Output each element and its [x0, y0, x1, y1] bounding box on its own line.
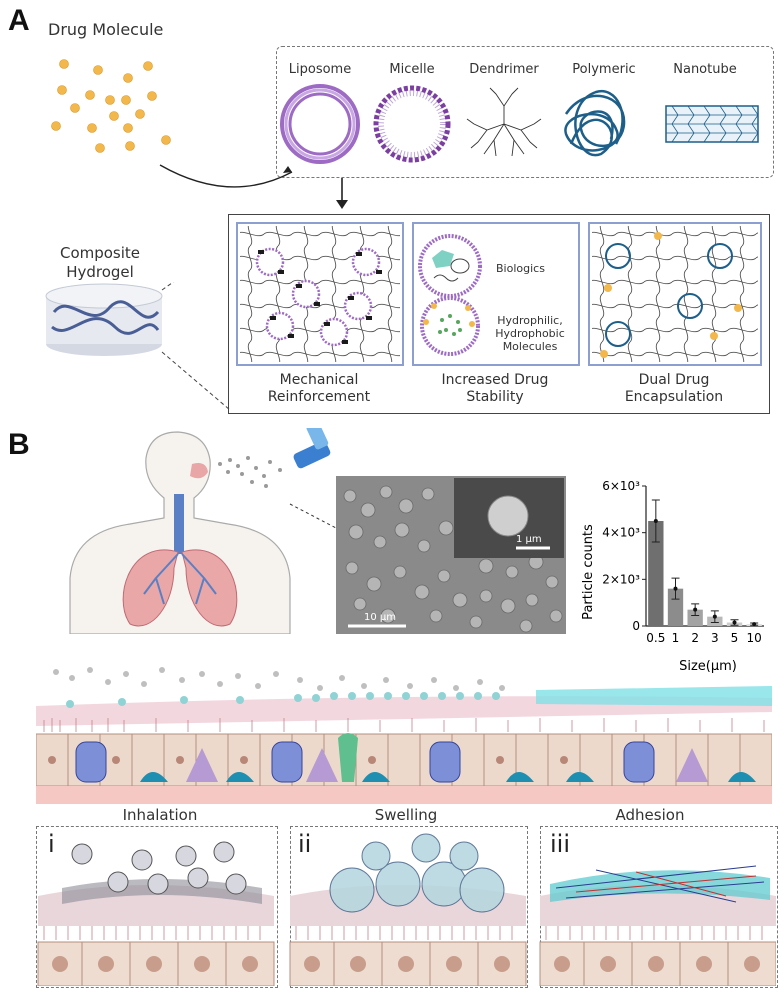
stage-label-inhalation: Inhalation [122, 806, 198, 824]
chart-point [752, 622, 757, 627]
chart-ytick-label: 0 [632, 619, 640, 633]
stage-roman-iii: iii [550, 830, 571, 858]
chart-xtick-label: 10 [747, 631, 762, 645]
nanotube-icon [665, 105, 759, 143]
carrier-label-polymeric: Polymeric [572, 62, 636, 77]
panel-b-letter: B [8, 428, 30, 461]
chart-bar [667, 588, 684, 626]
sem-inset-scale-label: 1 μm [516, 534, 542, 545]
nanocarrier-box [276, 46, 774, 178]
stage-box-inhalation [36, 826, 278, 988]
sem-scale-label: 10 μm [364, 612, 397, 623]
box-label-dual-2: Encapsulation [624, 389, 724, 405]
chart-point [653, 519, 658, 523]
chart-point [712, 614, 717, 619]
hydro-label-line1: Hydrophilic, [497, 314, 563, 327]
panel-a-letter: A [8, 4, 30, 37]
liposome-icon [280, 84, 360, 164]
chart-point [732, 620, 737, 625]
hydro-label-line2: Hydrophobic [495, 327, 565, 340]
box-label-dual-1: Dual Drug [638, 372, 710, 388]
chart-ytick-label: 4×10³ [602, 526, 640, 540]
micelle-icon [373, 85, 451, 163]
chart-xtick-label: 5 [731, 631, 739, 645]
sem-micrograph-image [336, 476, 566, 634]
box-label-mechanical-1: Mechanical [279, 372, 359, 388]
chart-xtick-label: 2 [691, 631, 699, 645]
human-inhalation-illustration [69, 428, 337, 634]
carrier-label-liposome: Liposome [288, 62, 352, 77]
box-label-mechanical-2: Reinforcement [267, 389, 371, 405]
stage-roman-ii: ii [298, 830, 312, 858]
composite-label-line2: Hydrogel [66, 263, 134, 281]
airway-epithelium-illustration [36, 667, 772, 804]
chart-xtick-label: 3 [711, 631, 719, 645]
chart-bar [648, 521, 664, 626]
hydro-label-line3: Molecules [502, 340, 558, 353]
box-label-stability-1: Increased Drug [441, 372, 549, 388]
chart-ytick-label: 2×10³ [602, 572, 640, 586]
biologics-label: Biologics [496, 262, 545, 275]
drug-molecules-illustration [51, 59, 293, 188]
chart-xtick-label: 0.5 [646, 631, 665, 645]
stage-label-swelling: Swelling [374, 806, 438, 824]
carrier-label-micelle: Micelle [389, 62, 435, 77]
chart-xtick-label: 1 [672, 631, 680, 645]
drug-molecule-label: Drug Molecule [48, 20, 164, 39]
box-label-stability-2: Stability [466, 389, 524, 405]
hydrogel-cylinder-illustration [45, 282, 231, 411]
stage-illustrations [37, 833, 776, 986]
dendrimer-icon [466, 87, 542, 157]
chart-point [693, 607, 698, 612]
composite-label-line1: Composite [59, 244, 141, 262]
stage-label-adhesion: Adhesion [615, 806, 685, 824]
carrier-illustrations [280, 84, 759, 164]
down-arrow-icon [336, 178, 348, 209]
feature-illustrations [240, 226, 758, 362]
chart-point [673, 586, 678, 591]
chart-ytick-label: 6×10³ [602, 479, 640, 493]
stage-roman-i: i [48, 830, 55, 858]
polymeric-icon [564, 89, 626, 157]
carrier-label-nanotube: Nanotube [673, 62, 737, 77]
chart-ylabel: Particle counts [581, 524, 596, 620]
carrier-label-dendrimer: Dendrimer [469, 62, 539, 77]
chart-bar [687, 609, 703, 626]
hydrogel-features-container [228, 214, 770, 414]
chart-xlabel: Size(μm) [679, 659, 737, 674]
